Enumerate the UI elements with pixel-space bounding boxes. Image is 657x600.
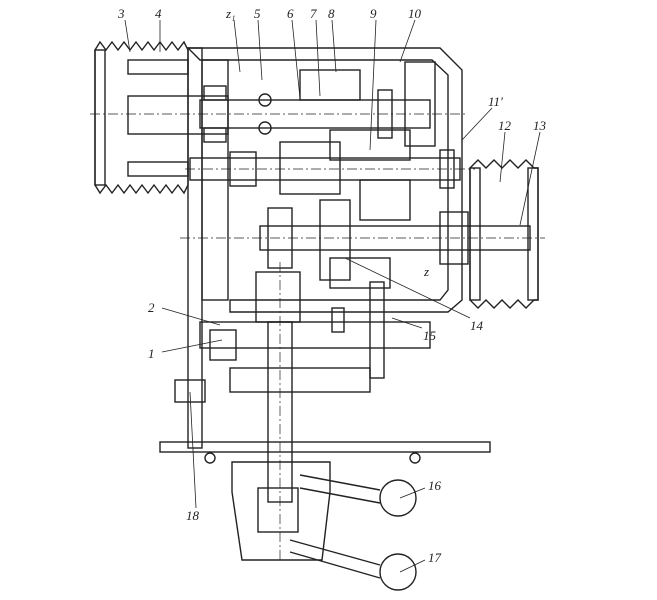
label-14: 14	[470, 318, 484, 333]
label-2: 2	[148, 300, 155, 315]
label-7: 7	[310, 6, 317, 21]
label-4: 4	[155, 6, 162, 21]
label-5: 5	[254, 6, 261, 21]
label-6: 6	[287, 6, 294, 21]
label-9: 9	[370, 6, 377, 21]
right-pulley	[469, 159, 539, 309]
label-15: 15	[423, 328, 437, 343]
leader-lines	[124, 19, 541, 573]
label-1: 1	[148, 346, 155, 361]
label-16: 16	[428, 478, 442, 493]
left-pulley	[94, 40, 229, 195]
label-10: 10	[408, 6, 422, 21]
label-3: 3	[117, 6, 125, 21]
top-shaft	[90, 61, 465, 147]
vertical-spindle	[199, 257, 431, 560]
reference-labels: 3 4 z₁ 5 6 7 8 9 10 11' 12 13 z 14 15 2 …	[117, 6, 547, 565]
bottom-head	[231, 461, 417, 591]
table-plate	[159, 379, 491, 464]
housing	[186, 47, 463, 449]
label-12: 12	[498, 118, 512, 133]
label-18: 18	[186, 508, 200, 523]
label-z: z	[423, 264, 429, 279]
label-17: 17	[428, 550, 442, 565]
label-z1: z₁	[225, 6, 236, 21]
middle-shaft	[185, 69, 475, 221]
lower-shaft	[180, 199, 545, 281]
label-8: 8	[328, 6, 335, 21]
label-13: 13	[533, 118, 547, 133]
label-11: 11'	[488, 94, 503, 109]
